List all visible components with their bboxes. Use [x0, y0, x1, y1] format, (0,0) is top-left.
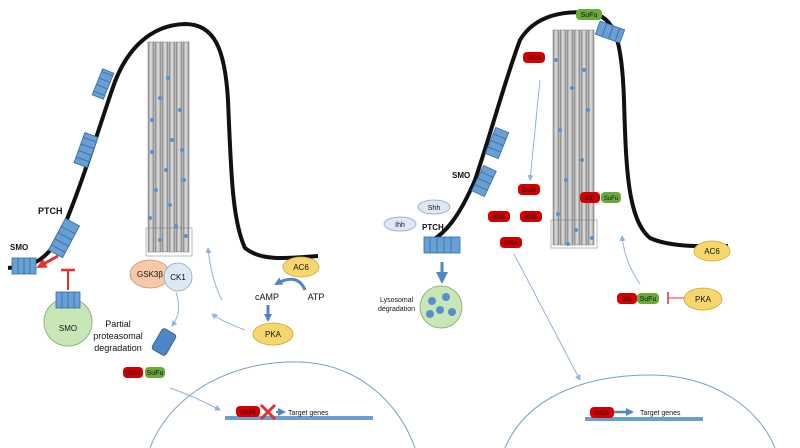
right-shh-ellipse	[417, 199, 451, 215]
right-gli2a-to-nucleus-arrow	[513, 253, 581, 381]
right-sufu-complex-label: SuFu	[640, 296, 657, 303]
right-gli2a-b: Gli2A	[488, 211, 510, 222]
left-inhibition-bar	[61, 268, 75, 290]
left-proteasome-cylinder	[151, 328, 177, 356]
right-ptch-label: PTCH	[422, 223, 444, 232]
left-ptch-receptor	[47, 217, 81, 259]
right-gli-complex-label: Gli3	[622, 297, 633, 303]
right-gli2a-on-dna	[590, 407, 614, 418]
left-target-genes-label: Target genes	[288, 410, 329, 417]
left-smo-receptor	[11, 257, 37, 275]
right-ac6-ellipse	[693, 240, 731, 262]
right-sufu-top-box	[576, 9, 602, 20]
right-cilium-axoneme	[550, 29, 598, 249]
left-gsk3b-label: GSK3β	[137, 270, 163, 279]
left-membrane-receptor-2	[73, 132, 99, 168]
left-degradation-line1: Partial	[105, 319, 131, 329]
right-lysosomal-line2: degradation	[378, 306, 415, 313]
right-ac6-label: AC6	[704, 247, 720, 256]
right-cilium-tip-receptor	[594, 20, 626, 44]
right-gli2a-a-label: Gli2A	[522, 188, 537, 194]
left-smo-vesicle-label: SMO	[59, 324, 77, 333]
left-pka-ellipse	[252, 322, 294, 346]
right-gli2a-c: Gli2A	[520, 211, 542, 222]
right-pka-inhibition-bar	[667, 292, 684, 304]
right-gli2a-c-label: Gli2A	[524, 215, 539, 221]
left-ac6-label: AC6	[293, 263, 309, 272]
right-gli2a-top-label: Gli2A	[527, 56, 542, 62]
right-nucleus-envelope	[504, 374, 776, 448]
right-lysosomal-line1: Lysosomal	[380, 297, 414, 304]
left-panel-unstimulated: PTCH SMO SMO GSK3β CK1 AC6 cAMP ATP PKA	[7, 21, 416, 448]
right-shh-label: Shh	[428, 205, 441, 212]
left-dna-strand	[225, 416, 373, 420]
left-camp-label: cAMP	[255, 292, 279, 302]
left-ck1-ellipse	[163, 262, 193, 292]
left-gli3r-label: Gli3R	[125, 371, 141, 377]
left-gli3r-sufu-complex: Gli3R SuFu	[123, 367, 165, 378]
right-sufu-cilium-label: SuFu	[604, 196, 618, 202]
right-gli2a-d: Gli2A	[500, 237, 522, 248]
right-gli2a-down-arrow	[527, 79, 541, 181]
left-gli3r-dna-label: Gli3R	[240, 410, 256, 416]
right-gli2a-b-label: Gli2A	[492, 215, 507, 221]
right-gli2-cilium-label: Gli2	[585, 196, 596, 202]
right-dna-strand	[585, 417, 703, 421]
left-smo-label: SMO	[10, 243, 28, 252]
left-sufu-label: SuFu	[147, 370, 164, 377]
right-ihh-label: Ihh	[395, 222, 405, 229]
left-kinase-to-proteasome-arrow	[171, 291, 180, 327]
right-gli-sufu-complex: Gli3 SuFu	[617, 293, 659, 304]
right-ptch-receptor	[423, 236, 461, 254]
right-target-genes-label: Target genes	[640, 410, 681, 417]
right-smo-receptor-lower	[471, 164, 497, 198]
right-gli2a-top: Gli2A	[523, 52, 545, 63]
left-atp-to-camp-arrow	[274, 277, 307, 291]
left-ptch-to-smo-inhibition-arrow	[36, 254, 59, 268]
right-pka-ellipse	[683, 287, 723, 311]
right-gli2a-dna-label: Gli2A	[595, 411, 610, 417]
left-pka-to-cilium-arrow	[211, 313, 246, 331]
left-gli3r-to-nucleus-arrow	[169, 387, 221, 411]
left-pka-label: PKA	[265, 330, 282, 339]
left-nucleus-envelope	[149, 361, 416, 448]
right-panel-stimulated: SMO SuFu Shh Ihh PTCH Lysosomal	[378, 9, 776, 448]
left-membrane-receptor-1	[91, 68, 115, 100]
right-complex-to-cilium-arrow	[619, 235, 641, 285]
right-gli2-sufu-cilium-complex: Gli2 SuFu	[580, 192, 621, 203]
left-cilium-axoneme	[145, 41, 193, 257]
left-vesicle-smo-receptor	[55, 291, 81, 309]
left-gli3r-on-dna	[236, 406, 260, 417]
left-ptch-label: PTCH	[38, 206, 63, 216]
left-degradation-line3: degradation	[94, 343, 142, 353]
right-gli2a-a: Gli2A	[518, 184, 540, 195]
right-smo-receptor-upper	[484, 126, 510, 160]
right-ihh-ellipse	[383, 216, 417, 232]
left-block-x-icon	[259, 403, 277, 421]
left-atp-label: ATP	[308, 292, 325, 302]
right-gli2a-d-label: Gli2A	[504, 241, 519, 247]
left-ac6-ellipse	[282, 256, 320, 278]
right-smo-label: SMO	[452, 171, 470, 180]
left-degradation-line2: proteasomal	[93, 331, 143, 341]
right-pka-label: PKA	[695, 295, 712, 304]
left-cilium-base-arrow	[205, 247, 223, 301]
right-sufu-top-label: SuFu	[581, 12, 598, 19]
right-lysosome-contents	[426, 293, 456, 318]
left-ck1-label: CK1	[170, 273, 186, 282]
